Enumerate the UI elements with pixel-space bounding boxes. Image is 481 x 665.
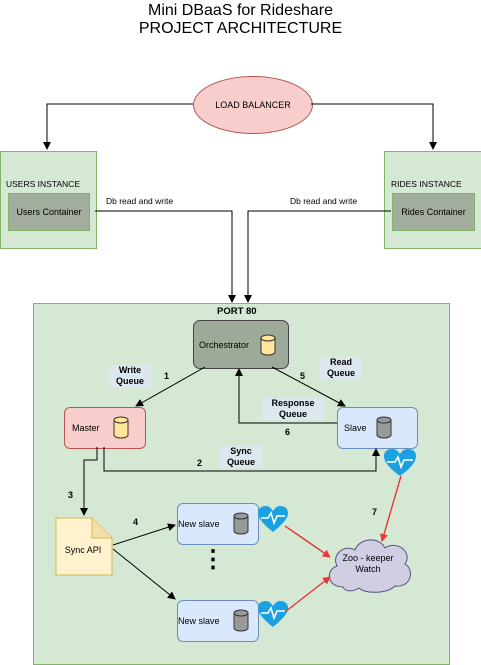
new-slave-label-1: New slave	[178, 519, 220, 529]
database-icon	[113, 416, 129, 439]
slave-heartbeat-to-zk-edge	[380, 475, 402, 542]
users-instance-node: USERS INSTANCE Users Container	[0, 151, 97, 249]
orchestrator-node: Orchestrator	[193, 320, 289, 369]
master-to-sync-api-edge	[80, 447, 98, 516]
step-4: 4	[133, 517, 139, 527]
database-icon	[233, 609, 249, 632]
step-6: 6	[285, 427, 291, 437]
title-line-2: PROJECT ARCHITECTURE	[138, 20, 343, 37]
database-icon	[233, 512, 249, 535]
step-1: 1	[164, 371, 170, 381]
sync-api-node	[55, 517, 113, 576]
orch-to-slave-edge	[271, 366, 346, 407]
database-icon	[260, 334, 276, 356]
rides-to-port-edge	[244, 210, 391, 303]
lb-to-rides-edge	[311, 103, 437, 150]
diagram-title: Mini DBaaS for Rideshare PROJECT ARCHITE…	[0, 2, 481, 38]
rides-container-node: Rides Container	[392, 193, 475, 231]
sync-api-label: Sync API	[64, 545, 102, 555]
slave-node: Slave	[337, 407, 418, 449]
lb-to-users-edge	[43, 103, 193, 150]
response-queue-label: Response Queue	[262, 398, 324, 420]
zookeeper-label: Zoo - keeper Watch	[342, 553, 394, 574]
sync-queue-label: Sync Queue	[220, 446, 262, 468]
orch-to-master-edge	[135, 366, 206, 407]
database-icon	[376, 416, 392, 439]
new-slave-1-heartbeat-to-zk-edge	[284, 525, 331, 558]
title-line-1: Mini DBaaS for Rideshare	[148, 2, 333, 19]
users-container-node: Users Container	[8, 193, 90, 231]
users-to-port-edge	[95, 210, 236, 303]
new-slave-2-heartbeat-to-zk-edge	[284, 576, 331, 613]
new-slave-node-1: New slave	[177, 503, 259, 545]
new-slave-node-2: New slave	[177, 600, 259, 642]
port-label: PORT 80	[217, 306, 257, 317]
heartbeat-icon	[384, 449, 416, 476]
slave-label: Slave	[344, 423, 367, 433]
load-balancer-node: LOAD BALANCER	[193, 76, 313, 134]
step-3: 3	[68, 490, 74, 500]
users-instance-label: USERS INSTANCE	[6, 179, 80, 189]
heartbeat-icon	[258, 601, 288, 627]
rides-instance-label: RIDES INSTANCE	[391, 179, 462, 189]
rides-instance-node: RIDES INSTANCE Rides Container	[384, 151, 481, 249]
master-label: Master	[72, 423, 100, 433]
sync-api-to-new-slave-1-edge	[112, 523, 176, 546]
orchestrator-label: Orchestrator	[199, 339, 250, 350]
db-rw-left-label: Db read and write	[106, 196, 174, 206]
step-5: 5	[300, 371, 306, 381]
heartbeat-icon	[258, 506, 288, 532]
step-2: 2	[197, 458, 203, 468]
step-7: 7	[372, 507, 378, 517]
users-container-label: Users Container	[16, 207, 82, 217]
write-queue-label: Write Queue	[109, 365, 151, 387]
db-rw-right-label: Db read and write	[290, 196, 358, 206]
master-node: Master	[64, 407, 146, 449]
load-balancer-label: LOAD BALANCER	[215, 100, 291, 110]
new-slave-label-2: New slave	[178, 616, 220, 626]
slave-to-orch-edge	[235, 368, 337, 424]
zookeeper-cloud	[328, 539, 411, 593]
more-slaves-dots: ⋮	[201, 546, 225, 573]
master-to-slave-sync-edge	[103, 447, 380, 472]
read-queue-label: Read Queue	[320, 357, 362, 379]
rides-container-label: Rides Container	[401, 207, 466, 217]
sync-api-to-new-slave-2-edge	[112, 548, 176, 600]
